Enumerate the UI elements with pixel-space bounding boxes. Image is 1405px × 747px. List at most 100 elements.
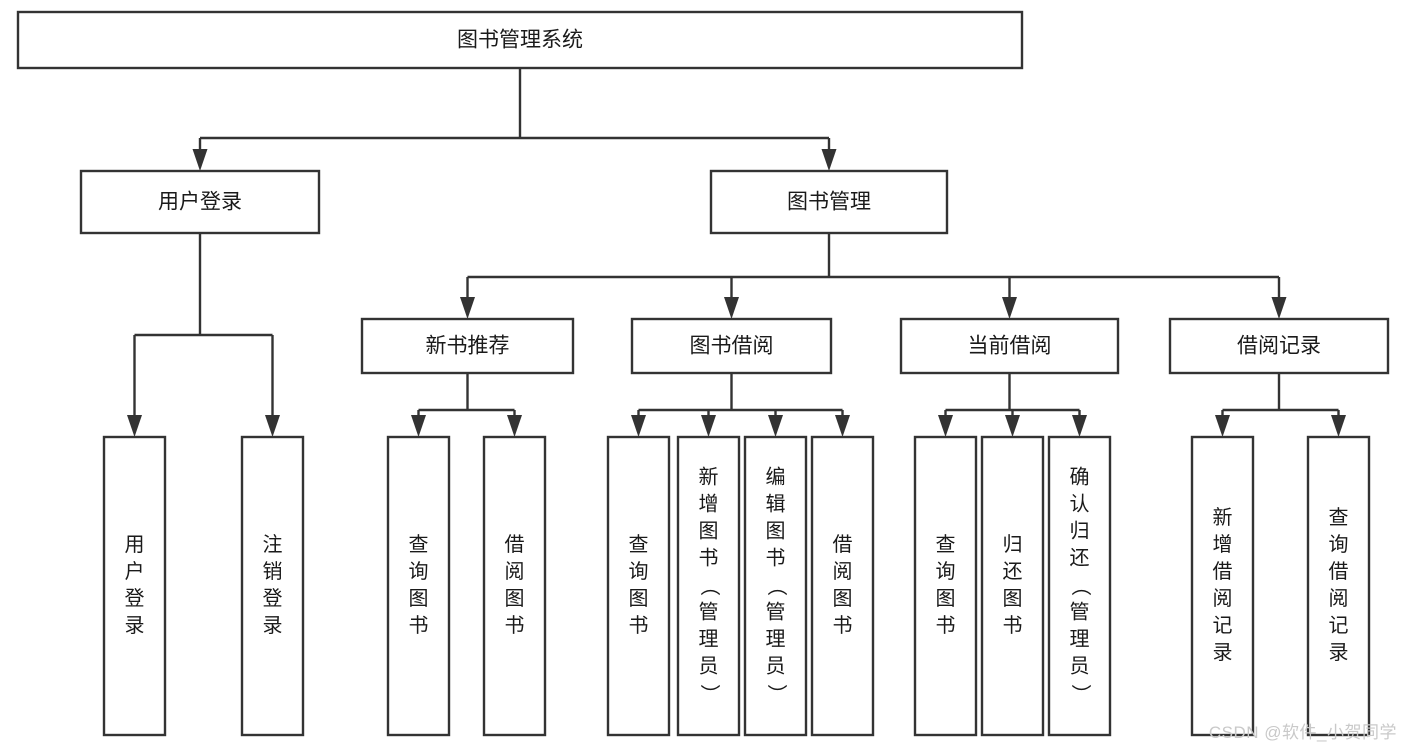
node-box <box>709 169 949 235</box>
arrow-head-icon <box>768 415 783 437</box>
node-label-char: 还 <box>1070 546 1090 569</box>
node-label-char: 理 <box>699 628 719 650</box>
node-label-char: 录 <box>1329 642 1349 664</box>
node-box <box>980 435 1045 737</box>
node-label-char: 理 <box>1070 628 1090 650</box>
node-label-char: 查 <box>629 533 649 556</box>
node-box <box>1168 317 1390 375</box>
node-box <box>606 435 671 737</box>
node-label-char: 阅 <box>1329 587 1349 610</box>
node-label-char: 员 <box>1070 655 1090 677</box>
node-label-char: （ <box>765 576 788 596</box>
node-label-char: （ <box>1069 576 1092 596</box>
node-label-char: 查 <box>936 533 956 556</box>
node-label-char: 还 <box>1003 560 1023 583</box>
node-box <box>899 317 1120 375</box>
node-label-char: 查 <box>1329 506 1349 529</box>
node-label-char: 员 <box>699 655 719 677</box>
node-box <box>1047 435 1112 737</box>
node-l3-return-book[interactable]: 归还图书归还图书 <box>980 435 1045 737</box>
node-label-char: ） <box>765 684 788 704</box>
node-label-char: ） <box>698 684 721 704</box>
node-label-char: 归 <box>1070 519 1090 542</box>
node-box <box>743 435 808 737</box>
arrow-head-icon <box>1005 415 1020 437</box>
node-label-char: 销 <box>263 560 283 583</box>
node-l3-borrow-book-a[interactable]: 借阅图书借阅图书 <box>482 435 547 737</box>
node-label: 用户登录 <box>158 191 242 214</box>
node-box <box>482 435 547 737</box>
node-label-char: 图 <box>833 588 853 610</box>
node-layer: 图书管理系统用户登录图书管理新书推荐图书借阅当前借阅借阅记录用户登录用户登录注销… <box>16 10 1390 737</box>
node-box <box>1190 435 1255 737</box>
node-l3-logout[interactable]: 注销登录注销登录 <box>240 435 305 737</box>
node-box <box>16 10 1024 70</box>
arrow-head-icon <box>265 415 280 437</box>
node-root[interactable]: 图书管理系统 <box>16 10 1024 70</box>
node-l3-query-record[interactable]: 查询借阅记录查询借阅记录 <box>1306 435 1371 737</box>
node-label-char: 图 <box>409 588 429 610</box>
node-l3-user-login[interactable]: 用户登录用户登录 <box>102 435 167 737</box>
node-label: 图书借阅 <box>690 335 774 358</box>
node-label-char: 书 <box>766 546 786 569</box>
node-l2-current-borrow[interactable]: 当前借阅 <box>899 317 1120 375</box>
node-l2-borrow-record[interactable]: 借阅记录 <box>1168 317 1390 375</box>
node-label-char: 借 <box>1213 560 1233 583</box>
arrow-head-icon <box>631 415 646 437</box>
node-l1-user-login[interactable]: 用户登录 <box>79 169 321 235</box>
node-label-char: 书 <box>936 614 956 637</box>
node-l3-query-book-a[interactable]: 查询图书查询图书 <box>386 435 451 737</box>
node-label: 当前借阅 <box>968 335 1052 358</box>
node-label: 图书管理 <box>787 191 871 214</box>
node-label-char: 认 <box>1070 492 1090 515</box>
node-l3-add-record[interactable]: 新增借阅记录新增借阅记录 <box>1190 435 1255 737</box>
node-l2-new-book-rec[interactable]: 新书推荐 <box>360 317 575 375</box>
node-label-char: 图 <box>936 588 956 610</box>
arrow-head-icon <box>507 415 522 437</box>
node-l3-query-book-b[interactable]: 查询图书查询图书 <box>606 435 671 737</box>
node-label-char: 户 <box>125 560 145 583</box>
node-label-char: 询 <box>936 560 956 583</box>
arrow-head-icon <box>127 415 142 437</box>
node-label-char: 管 <box>699 600 719 623</box>
node-l3-query-book-c[interactable]: 查询图书查询图书 <box>913 435 978 737</box>
node-label-char: 书 <box>629 614 649 637</box>
arrow-head-icon <box>411 415 426 437</box>
node-label: 新书推荐 <box>426 335 510 358</box>
node-label-char: 查 <box>409 533 429 556</box>
node-label-char: 书 <box>699 546 719 569</box>
node-l3-borrow-book-b[interactable]: 借阅图书借阅图书 <box>810 435 875 737</box>
arrow-head-icon <box>1331 415 1346 437</box>
node-label-char: 新 <box>1213 506 1233 529</box>
node-label-char: 阅 <box>833 560 853 583</box>
node-box <box>913 435 978 737</box>
node-label: 图书管理系统 <box>457 29 583 52</box>
node-label-char: 辑 <box>766 492 786 515</box>
arrow-head-icon <box>724 297 739 319</box>
node-box <box>810 435 875 737</box>
node-label-char: 新 <box>699 465 719 488</box>
node-label-char: 阅 <box>1213 587 1233 610</box>
node-label-char: 编 <box>766 465 786 488</box>
node-label-char: 书 <box>505 614 525 637</box>
node-label-char: （ <box>698 576 721 596</box>
node-label-char: 询 <box>1329 533 1349 556</box>
node-box <box>1306 435 1371 737</box>
node-label-char: 录 <box>125 615 145 637</box>
node-label-char: 增 <box>1213 533 1233 556</box>
node-label-char: 图 <box>699 520 719 542</box>
node-l2-book-borrow[interactable]: 图书借阅 <box>630 317 833 375</box>
node-label-char: 书 <box>833 614 853 637</box>
node-l1-book-mgmt[interactable]: 图书管理 <box>709 169 949 235</box>
node-label: 借阅记录 <box>1237 335 1321 358</box>
node-box <box>630 317 833 375</box>
node-label-char: 管 <box>766 600 786 623</box>
node-label-char: 借 <box>505 533 525 556</box>
arrow-head-icon <box>1002 297 1017 319</box>
node-label-char: 询 <box>409 560 429 583</box>
node-label-char: 理 <box>766 628 786 650</box>
